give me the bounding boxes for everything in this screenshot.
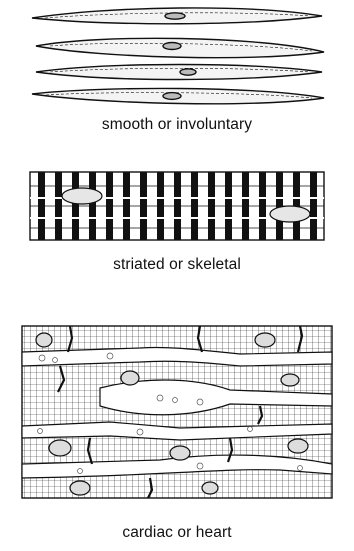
cardiac-nucleus-4 (281, 374, 299, 386)
smooth-fiber-3 (36, 65, 322, 80)
smooth-nucleus-1 (165, 13, 185, 19)
smooth-nucleus-2 (163, 43, 181, 50)
striated-muscle-panel: striated or skeletal (0, 168, 354, 288)
cardiac-nucleus-2 (255, 333, 275, 347)
smooth-muscle-caption: smooth or involuntary (0, 116, 354, 134)
striated-muscle-illustration (0, 168, 354, 248)
striated-muscle-caption: striated or skeletal (0, 256, 354, 274)
cardiac-nucleus-8 (70, 481, 90, 495)
cardiac-nucleus-6 (170, 446, 190, 460)
cardiac-muscle-illustration (0, 318, 354, 508)
smooth-nucleus-3 (180, 69, 196, 75)
cardiac-nucleus-1 (36, 333, 52, 347)
cardiac-nucleus-5 (49, 440, 71, 456)
cardiac-muscle-caption: cardiac or heart (0, 524, 354, 542)
striated-nucleus-1 (62, 188, 102, 204)
smooth-muscle-panel: smooth or involuntary (0, 0, 354, 140)
cardiac-nucleus-9 (202, 482, 218, 494)
cardiac-nucleus-3 (121, 371, 139, 385)
smooth-muscle-illustration (0, 0, 354, 110)
cardiac-muscle-panel: cardiac or heart (0, 318, 354, 551)
cardiac-nucleus-7 (288, 439, 308, 453)
striated-nucleus-2 (270, 206, 310, 222)
smooth-nucleus-4 (163, 93, 181, 100)
